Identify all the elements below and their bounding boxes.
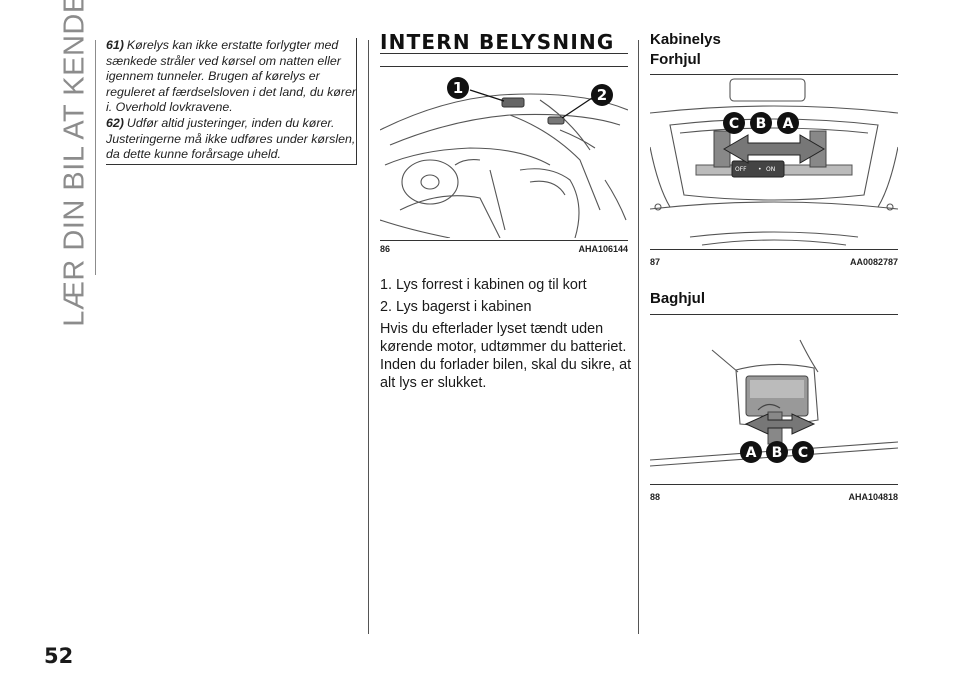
note-text: Kørelys kan ikke erstatte forlygter med … <box>106 38 357 115</box>
callout-2: 2 <box>597 86 607 104</box>
callout-circle <box>792 441 814 463</box>
note-number: 61) <box>106 38 124 52</box>
callout-circle <box>591 84 613 106</box>
figure-top-rule <box>650 74 898 75</box>
figure-top-rule <box>650 314 898 315</box>
callout-circle <box>740 441 762 463</box>
side-running-title: LÆR DIN BIL AT KENDE <box>59 0 91 327</box>
figure-88-bottom-rule <box>650 484 898 485</box>
note-number: 62) <box>106 115 124 130</box>
paragraph: Hvis du efterlader lyset tændt uden køre… <box>380 321 632 391</box>
figure-87-front-lamp-illustration: OFF • ON C B A <box>650 77 898 247</box>
note-62: 62)Udfør altid justeringer, inden du kør… <box>106 116 356 163</box>
list-item: 1. Lys forrest i kabinen og til kort <box>380 277 587 293</box>
subhead-kabinelys: Kabinelys <box>650 31 721 48</box>
section-title-rule <box>380 53 628 54</box>
figure-number: 87 <box>650 257 661 267</box>
switch-label-dot: • <box>758 166 762 173</box>
column-divider-left <box>368 40 369 634</box>
figure-88-rear-lamp-illustration: A B C <box>650 320 898 482</box>
callout-c: C <box>729 116 739 132</box>
side-title-rule <box>95 40 96 275</box>
switch-label-on: ON <box>766 166 775 173</box>
callout-a: A <box>746 445 757 461</box>
notes-box: 61)Kørelys kan ikke erstatte forlygter m… <box>106 38 357 165</box>
figure-88-caption: 88 AHA104818 <box>650 492 898 502</box>
callout-circle <box>723 112 745 134</box>
note-text: Udfør altid justeringer, inden du kører.… <box>106 115 356 162</box>
cabin-interior-drawing: 1 2 <box>380 77 628 238</box>
figure-86-interior-illustration: 1 2 <box>380 70 628 238</box>
figure-87-bottom-rule <box>650 249 898 250</box>
callout-circle <box>447 77 469 99</box>
figure-number: 88 <box>650 492 661 502</box>
callout-c: C <box>798 445 808 461</box>
body-text: 1. Lys forrest i kabinen og til kort 2. … <box>380 276 632 396</box>
callout-circle <box>750 112 772 134</box>
figure-number: 86 <box>380 244 391 254</box>
figure-87-caption: 87 AA0082787 <box>650 257 898 267</box>
callout-b: B <box>772 445 783 461</box>
note-61: 61)Kørelys kan ikke erstatte forlygter m… <box>106 38 356 116</box>
front-lamp-drawing: OFF • ON C B A <box>650 78 898 246</box>
page-number: 52 <box>44 644 74 668</box>
callout-1: 1 <box>453 79 463 97</box>
figure-code: AHA104818 <box>848 492 898 502</box>
switch-label-off: OFF <box>735 166 747 173</box>
callout-a: A <box>783 116 794 132</box>
figure-code: AHA106144 <box>578 244 628 254</box>
figure-top-rule <box>380 66 628 67</box>
callout-circle <box>766 441 788 463</box>
figure-code: AA0082787 <box>849 257 898 267</box>
section-title: INTERN BELYSNING <box>380 30 615 54</box>
side-title-text: LÆR DIN BIL AT KENDE <box>58 0 91 327</box>
subhead-forhjul: Forhjul <box>650 51 701 68</box>
column-divider-right <box>638 40 639 634</box>
subhead-baghjul: Baghjul <box>650 290 705 307</box>
callout-b: B <box>756 116 767 132</box>
figure-86-bottom-rule <box>380 240 628 241</box>
callout-circle <box>777 112 799 134</box>
figure-86-caption: 86 AHA106144 <box>380 244 628 254</box>
rear-lamp-drawing: A B C <box>650 339 898 467</box>
list-item: 2. Lys bagerst i kabinen <box>380 299 532 315</box>
